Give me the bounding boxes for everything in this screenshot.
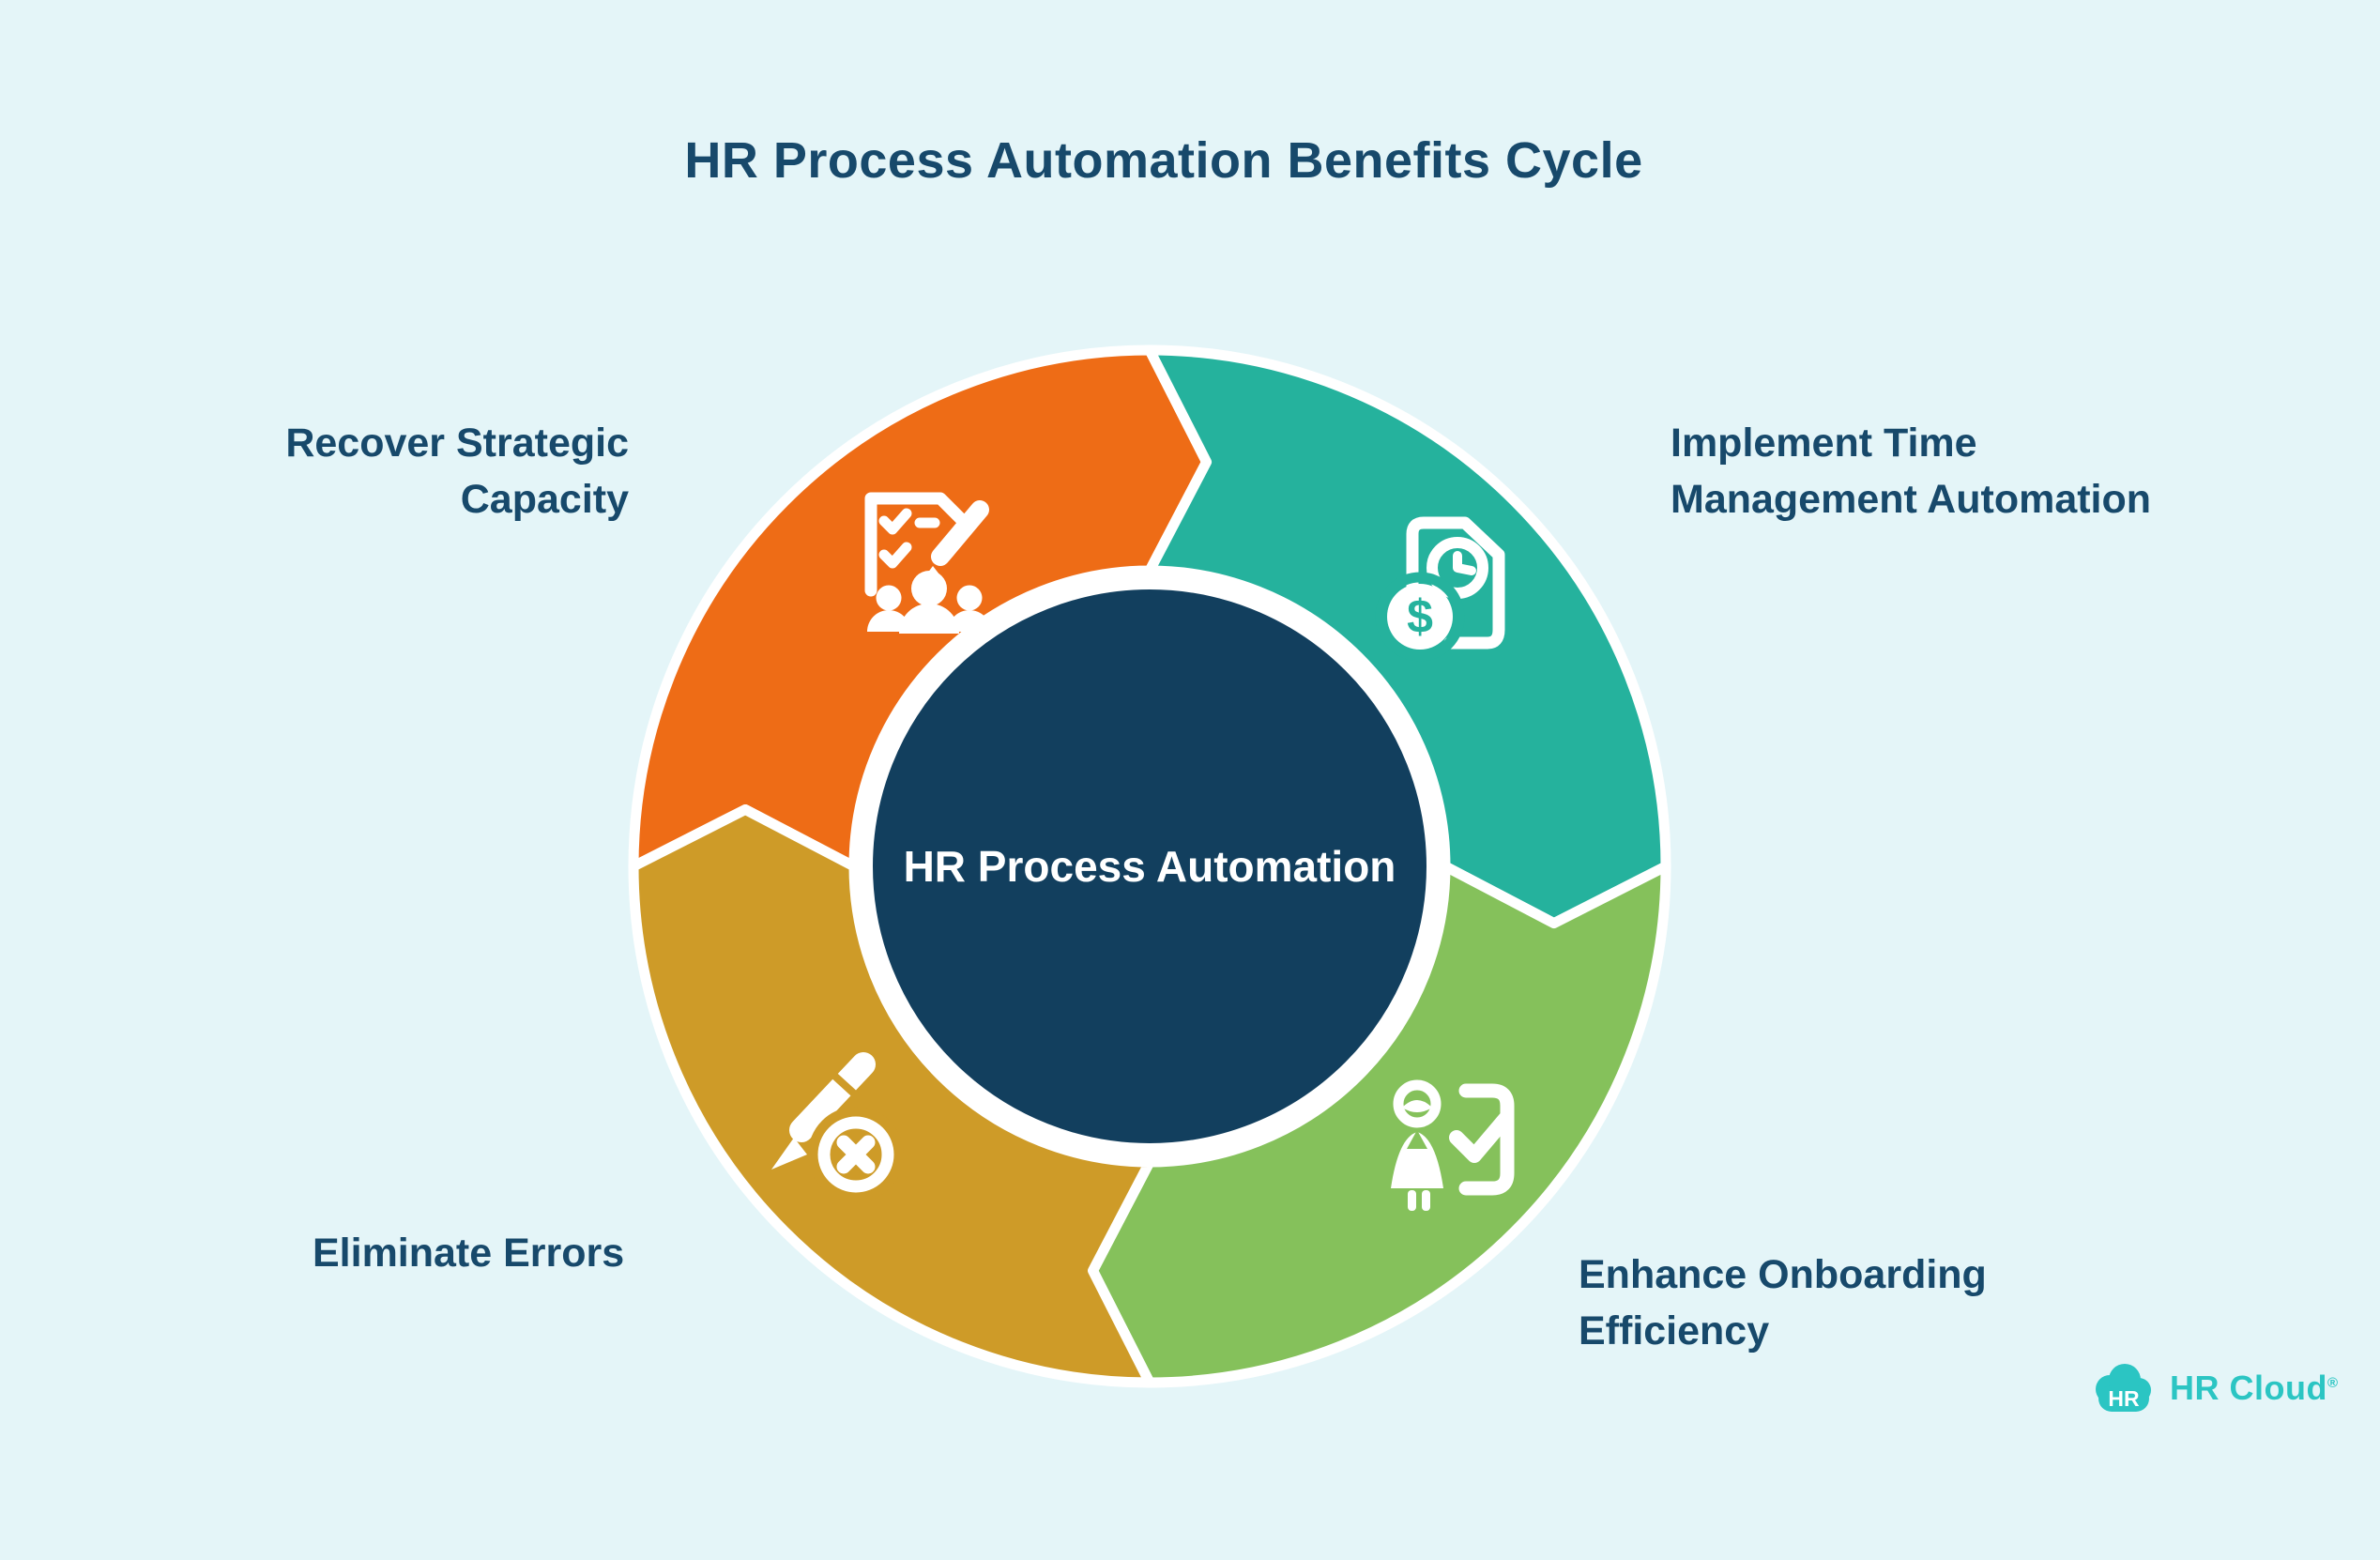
board-bracket — [1458, 1083, 1515, 1196]
label-line: Management Automation — [1671, 477, 2152, 522]
pen-error-icon — [771, 1052, 904, 1202]
label-line: Recover Strategic — [285, 421, 629, 466]
logo-badge-text: HR — [2108, 1386, 2140, 1411]
person-hair — [1402, 1100, 1432, 1112]
check-mark-2 — [878, 542, 912, 569]
person-approved-icon — [1391, 1079, 1515, 1211]
label-line: Enhance Onboarding — [1579, 1252, 1987, 1297]
label-line: Capacity — [460, 477, 629, 522]
label-enhance-onboarding-efficiency: Enhance Onboarding Efficiency — [1579, 1246, 1987, 1359]
clock-hands — [1453, 551, 1476, 575]
hr-cloud-logo: HR HR Cloud® — [2089, 1361, 2339, 1415]
person-dress — [1391, 1132, 1443, 1188]
person-head — [956, 585, 983, 611]
hr-cloud-icon: HR — [2096, 1364, 2151, 1412]
center-hub-circle — [856, 573, 1443, 1160]
label-eliminate-errors: Eliminate Errors — [313, 1225, 624, 1281]
dress-notch — [1407, 1130, 1427, 1149]
person-head — [876, 585, 902, 611]
logo-name: HR Cloud® — [2170, 1369, 2339, 1408]
pen-cap-line — [830, 1071, 859, 1098]
pencil — [931, 500, 989, 566]
label-recover-strategic-capacity: Recover Strategic Capacity — [285, 415, 629, 528]
pen-nib — [771, 1138, 807, 1170]
checklist-people-icon — [864, 492, 991, 634]
error-cross — [836, 1135, 876, 1174]
check-mark — [1449, 1111, 1513, 1163]
dollar-sign: $ — [1407, 590, 1433, 643]
segment-enhance-onboarding — [1088, 861, 1671, 1388]
registered-mark: ® — [2327, 1375, 2339, 1391]
label-line: Eliminate Errors — [313, 1231, 625, 1276]
dollar-coin — [1387, 584, 1453, 650]
person-body — [948, 610, 991, 632]
label-line: Implement Time — [1671, 421, 1977, 466]
person-leg — [1422, 1190, 1430, 1211]
error-gap-ring — [808, 1107, 904, 1202]
person-body — [867, 610, 910, 632]
error-circle — [817, 1116, 894, 1193]
person-body — [899, 604, 959, 634]
cloud-shape — [2096, 1364, 2151, 1412]
center-hub-label: HR Process Automation — [903, 842, 1396, 891]
segment-eliminate-errors — [628, 804, 1155, 1388]
logo-name-text: HR Cloud — [2170, 1369, 2327, 1407]
person-head — [1393, 1079, 1442, 1128]
person-leg — [1408, 1190, 1416, 1211]
cycle-wheel: $ — [628, 344, 1671, 1388]
check-mark-1 — [878, 508, 912, 535]
pen-body — [789, 1052, 876, 1142]
person-head — [911, 571, 947, 606]
invoice-page — [1406, 516, 1505, 650]
coin-gap-ring — [1375, 572, 1465, 662]
page-title: HR Process Automation Benefits Cycle — [684, 132, 1643, 189]
label-line: Efficiency — [1579, 1308, 1770, 1354]
invoice-clock-dollar-icon: $ — [1375, 516, 1505, 662]
label-implement-time-management: Implement Time Management Automation — [1671, 415, 2151, 528]
